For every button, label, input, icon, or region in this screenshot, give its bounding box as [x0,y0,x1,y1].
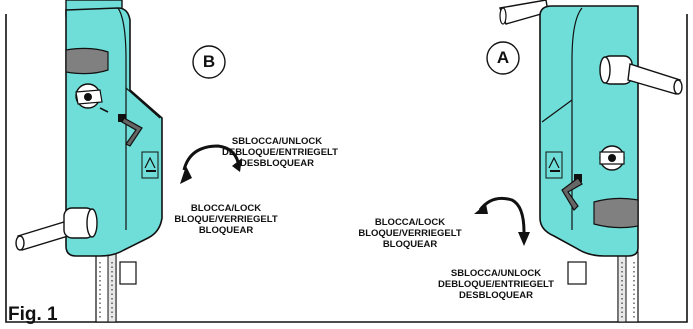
panel-a-unlock-line-1: SBLOCCA/UNLOCK [450,268,542,279]
operator-a-lever [561,174,583,211]
badge-b-letter: B [202,52,216,71]
operator-a-edge [571,7,583,230]
panel-a-lock-line-2: BLOQUE/VERRIEGELT [358,228,462,239]
operator-b-slot [65,47,109,75]
panel-a-lock-label: BLOCCA/LOCK BLOQUE/VERRIEGELT BLOQUEAR [352,217,468,250]
lock-arrow-a [478,196,526,233]
panel-a-unlock-line-3: DESBLOQUEAR [459,290,533,301]
panel-a-lock-line-3: BLOQUEAR [382,239,438,250]
operator-b-bolt [75,83,109,113]
panel-b-unlock-line-2: DEBLOQUE/ENTRIEGELT [222,147,338,158]
panel-b-lock-line-3: BLOQUEAR [198,225,254,236]
figure-caption: Fig. 1 [8,304,58,325]
panel-b-unlock-label: SBLOCCA/UNLOCK DEBLOQUE/ENTRIEGELT DESBL… [222,136,338,169]
operator-b-lever [118,114,143,147]
figure-frame [5,14,688,323]
operator-b-bracket [95,251,137,323]
badge-a-circle [486,41,520,75]
operator-a-slot [593,197,639,229]
operator-a-shaft [599,55,683,95]
panel-a-lock-line-1: BLOCCA/LOCK [374,217,446,228]
badge-b-circle [192,45,226,79]
panel-b-unlock-line-3: DESBLOQUEAR [240,158,314,169]
operator-b-logo [141,151,159,179]
operator-b-edge [117,7,127,230]
operator-a-bolt [599,145,625,171]
operator-a-bracket [567,251,639,323]
unlock-arrow-b [182,144,240,171]
panel-b-lock-label: BLOCCA/LOCK BLOQUE/VERRIEGELT BLOQUEAR [166,203,286,236]
operator-b-shaft [15,207,98,251]
panel-b-lock-line-1: BLOCCA/LOCK [190,203,262,214]
operator-a [474,0,683,323]
panel-a-unlock-line-2: DEBLOQUE/ENTRIEGELT [438,279,554,290]
panel-b-lock-line-2: BLOQUE/VERRIEGELT [174,214,278,225]
operator-a-logo [545,151,563,179]
panel-a-unlock-label: SBLOCCA/UNLOCK DEBLOQUE/ENTRIEGELT DESBL… [436,268,556,301]
operator-b [15,0,242,323]
badge-a-letter: A [496,48,510,67]
panel-b-unlock-line-1: SBLOCCA/UNLOCK [231,136,323,147]
